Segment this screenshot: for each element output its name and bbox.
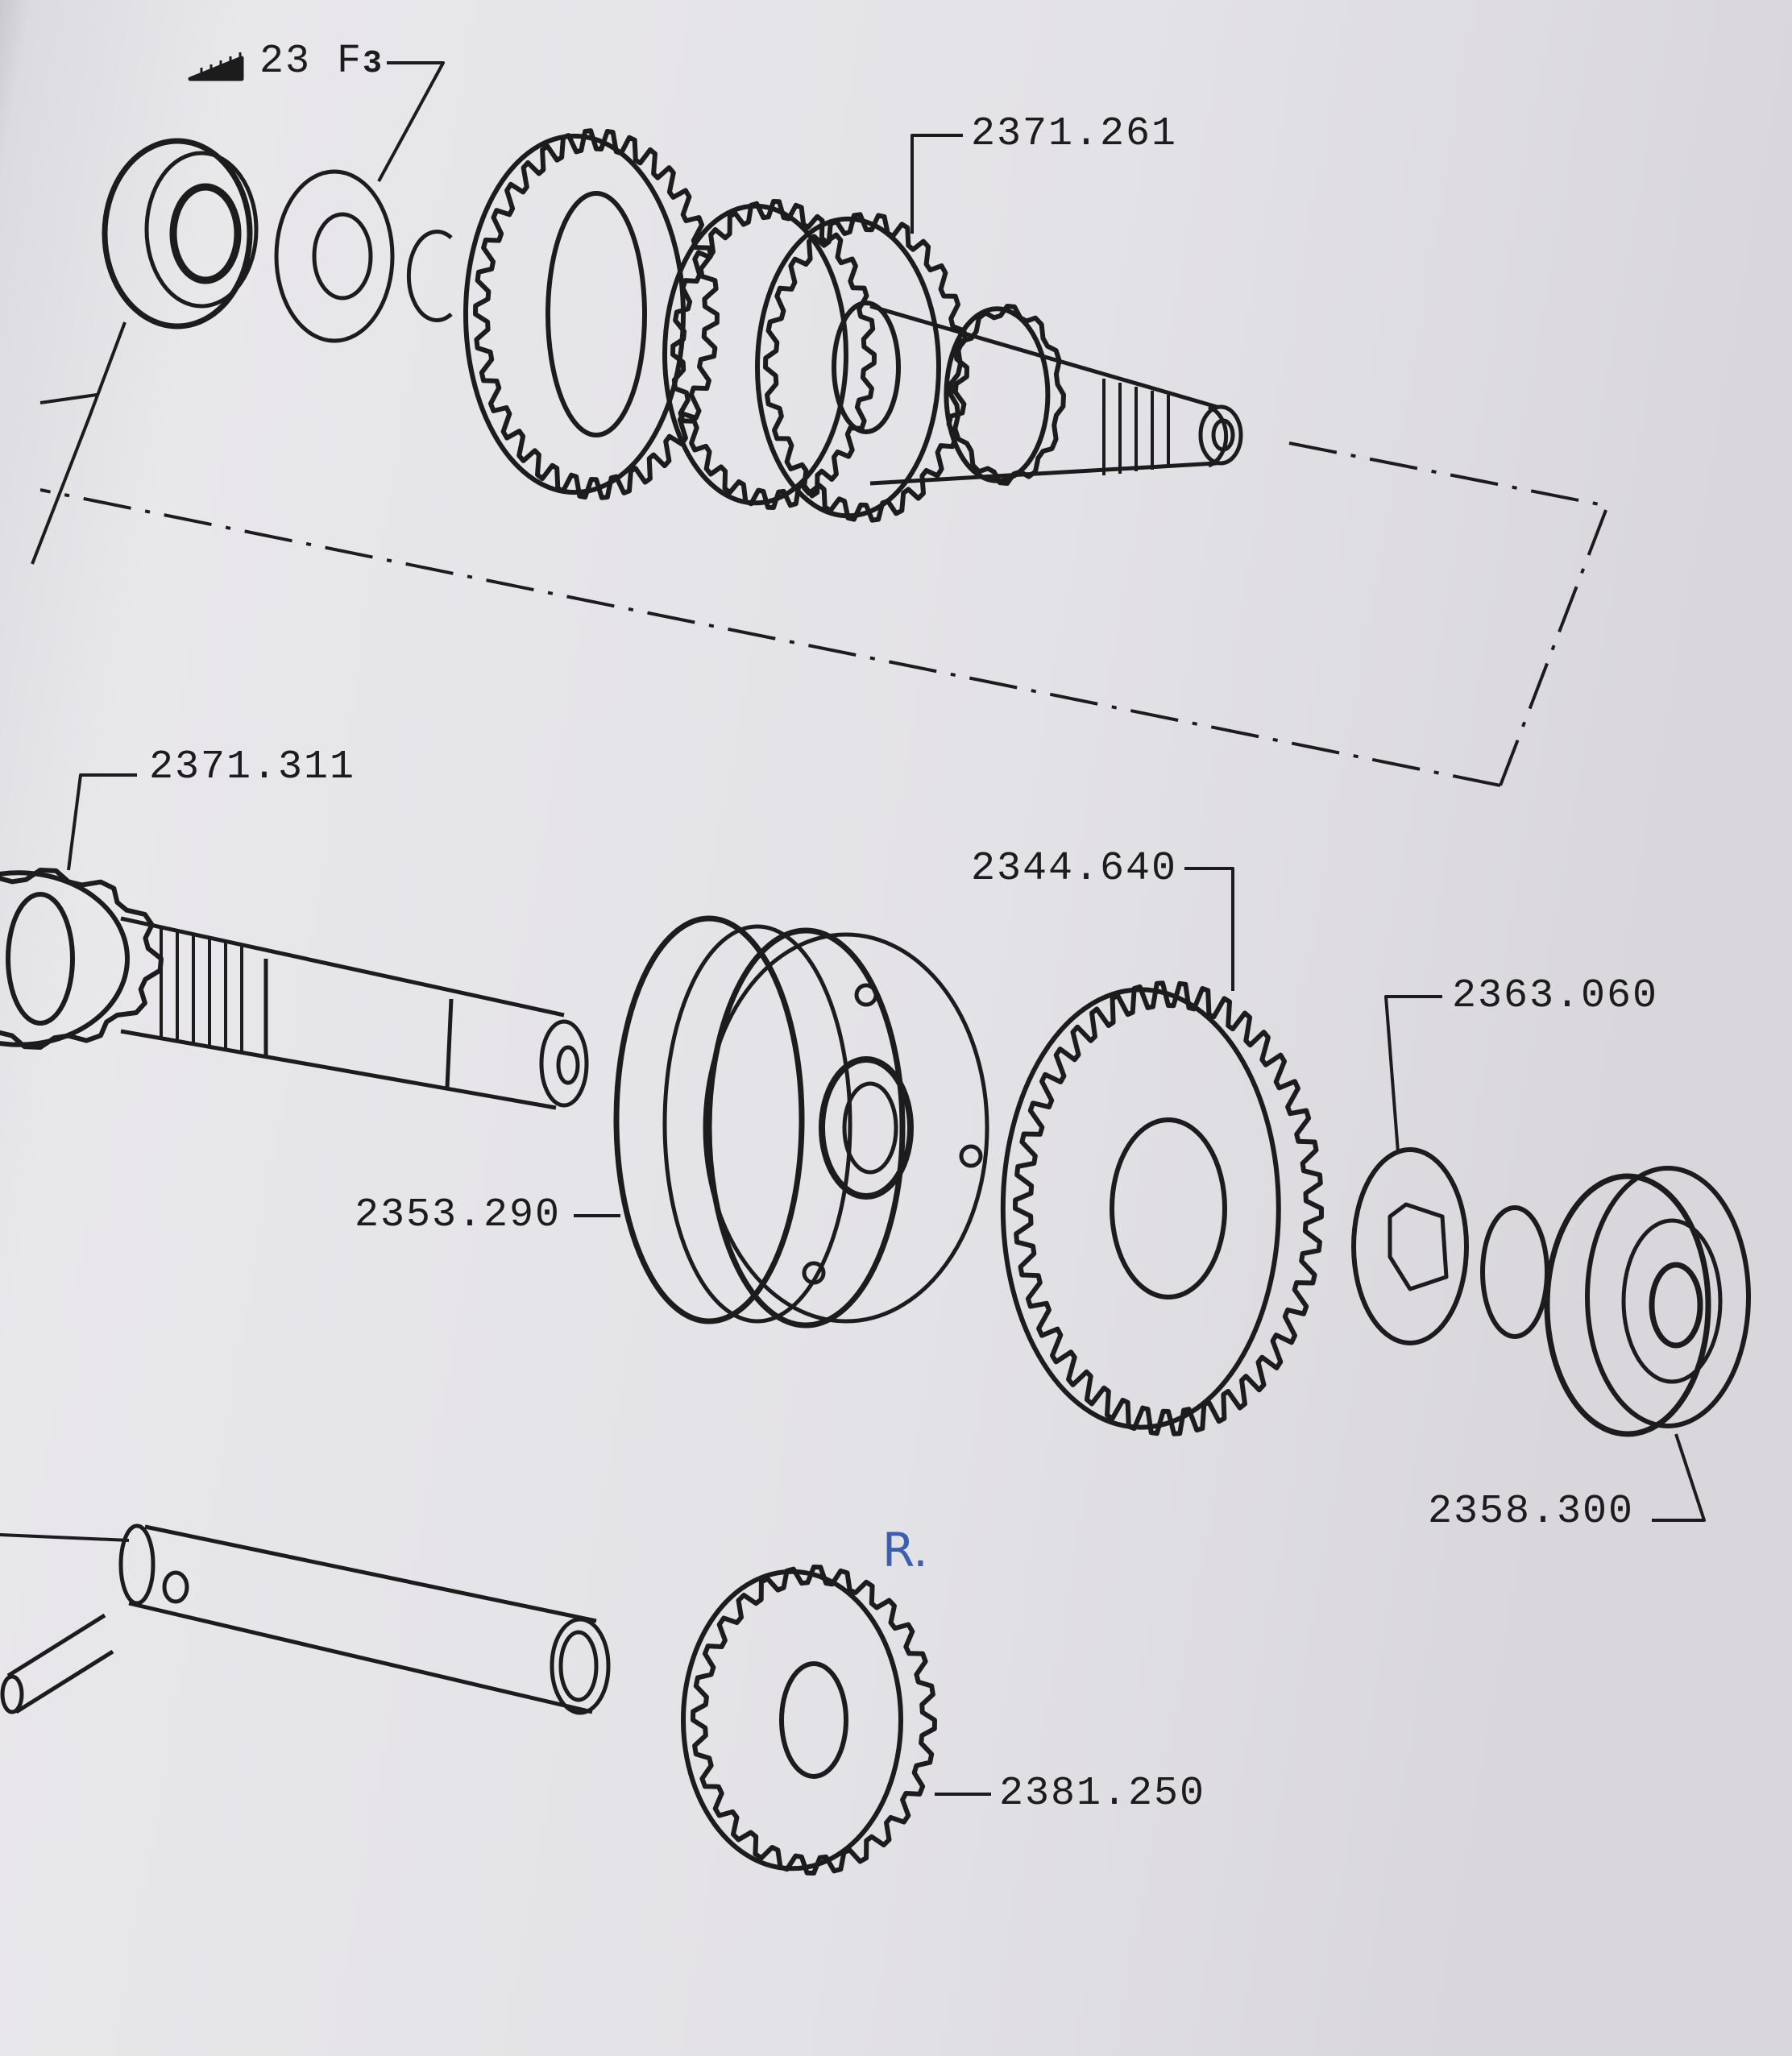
cluster-gear-small <box>755 212 969 523</box>
mainshaft-pinion-teeth <box>0 868 164 1050</box>
cluster-gear-large-bore <box>545 191 647 437</box>
part-label-2344-640[interactable]: 2344.640 <box>971 846 1178 892</box>
part-label-2358-300[interactable]: 2358.300 <box>1428 1489 1635 1535</box>
mainshaft-pinion-bore <box>6 892 75 1026</box>
part-label-2381-250[interactable]: 2381.250 <box>999 1771 1206 1817</box>
gear-2344-640-face <box>1000 987 1281 1430</box>
part-label-2363-060[interactable]: 2363.060 <box>1452 973 1659 1019</box>
mainshaft-body <box>120 916 565 1110</box>
cluster-gear-mid-face <box>662 203 848 506</box>
flat-washer <box>1351 1147 1469 1345</box>
reverse-idler-gear-teeth <box>691 1565 937 1876</box>
gear-2344-640-teeth <box>1013 980 1324 1436</box>
leader-2358-300 <box>1652 1433 1706 1522</box>
leader-2371-261 <box>911 134 963 234</box>
gear-2344-640-bore <box>1110 1117 1227 1300</box>
circlip-ring <box>1480 1205 1549 1339</box>
gear-2344-640 <box>1000 980 1324 1436</box>
synchro-hub <box>613 915 989 1329</box>
part-label-2371-261[interactable]: 2371.261 <box>971 111 1178 157</box>
idler-shaft <box>118 1523 611 1715</box>
cluster-gear-large-face <box>463 133 686 495</box>
part-label-2353-290[interactable]: 2353.290 <box>355 1192 562 1238</box>
snap-ring <box>406 230 453 322</box>
leader-2371-311 <box>67 773 137 871</box>
leader-line-shaft <box>31 321 127 565</box>
reverse-idler-gear <box>681 1565 937 1876</box>
leader-2344-640 <box>1184 867 1234 991</box>
ref-letter: F <box>337 39 363 85</box>
cluster-gear-small-bore <box>832 301 901 434</box>
section-reference: 23 F3 <box>259 39 384 85</box>
cluster-gear-small-teeth <box>763 212 969 523</box>
ref-number: 23 <box>259 39 312 85</box>
leader-23F3 <box>377 61 445 182</box>
assembly-boundary-dashed <box>39 441 1609 787</box>
leader-2363-060 <box>1384 995 1442 1153</box>
ruler-wedge-icon <box>188 52 244 81</box>
handwritten-annotation: R. <box>882 1523 928 1577</box>
cluster-gear-small-face <box>755 216 941 519</box>
ball-bearing <box>1544 1166 1751 1437</box>
cluster-gear-helical-face <box>944 306 1051 483</box>
cluster-gear-helical <box>944 304 1066 486</box>
cluster-gear-large-teeth <box>473 128 720 500</box>
ref-subscript: 3 <box>363 46 384 82</box>
thrust-washer <box>274 169 395 343</box>
mainshaft-pinion-face <box>0 870 130 1047</box>
reverse-idler-gear-bore <box>779 1661 848 1779</box>
reverse-idler-gear-face <box>681 1569 903 1872</box>
part-label-2371-311[interactable]: 2371.311 <box>149 744 356 790</box>
cluster-gear-helical-teeth <box>948 304 1066 486</box>
mainshaft-pinion <box>0 868 164 1050</box>
cluster-gear-large <box>463 128 720 500</box>
top-bearing <box>102 138 259 330</box>
roll-pin <box>0 1613 114 1714</box>
